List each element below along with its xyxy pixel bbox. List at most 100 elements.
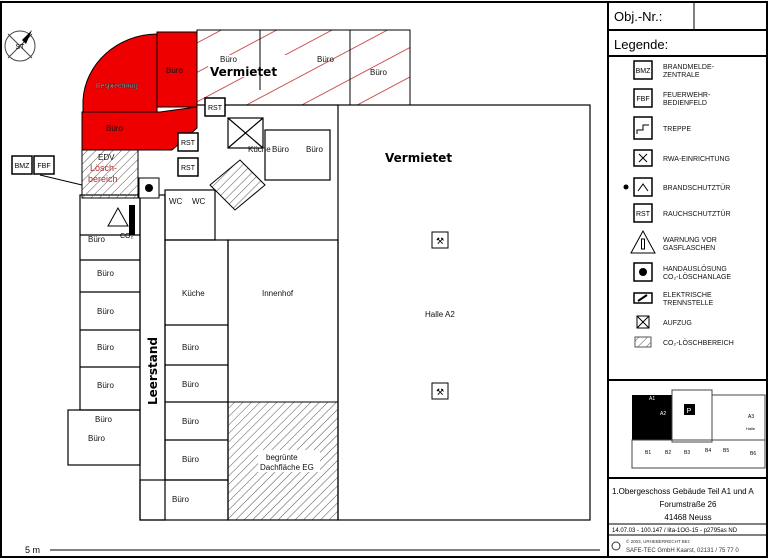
room-label: Büro [182,380,199,389]
svg-text:FBF: FBF [636,96,649,103]
loeschbereich-label: bereich [88,174,118,184]
svg-text:B2: B2 [665,450,671,456]
svg-text:RST: RST [181,140,196,147]
safetec-logo-icon [611,541,621,551]
legend-rwa-icon [633,149,653,167]
room-label-halle: Halle A2 [425,310,455,319]
company: SAFE-TEC GmbH Kaarst, 02131 / 75 77 0 [626,548,739,554]
svg-text:RST: RST [208,105,223,112]
room-label: Büro [88,235,105,244]
room-label: Büro [97,381,114,390]
room-label: Küche [182,289,205,298]
legend-firedoor-icon [623,177,653,197]
room-label: Büro [272,145,289,154]
legend-label: RWA-EINRICHTUNG [663,156,730,163]
rst-door: RST [177,132,199,152]
room-label: Büro [182,417,199,426]
room-label: begrünte [266,453,298,462]
address-street: Forumstraße 26 [660,500,717,509]
legend-hatch-icon [634,336,652,348]
room-label: Küche [248,145,271,154]
room-label: Dachfläche EG [260,463,314,472]
vacant-label: Leerstand [146,337,160,405]
svg-text:⚒: ⚒ [436,236,444,246]
room-label: Büro [370,68,387,77]
plan-title: 1.Obergeschoss Gebäude Teil A1 und A [612,487,754,496]
legend-item: RWA-EINRICHTUNG [633,149,730,167]
legend-label: FEUERWEHR- [663,92,711,99]
svg-text:FBF: FBF [37,163,50,170]
legend-label: BRANDMELDE- [663,64,715,71]
legend-item: BRANDSCHUTZTÜR [623,177,730,197]
legend-label: BEDIENFELD [663,100,707,107]
room-label: Büro [182,343,199,352]
room-label: Büro [306,145,323,154]
room-label: Büro [97,343,114,352]
room-label-besprechung: Besprechung [96,83,137,90]
svg-text:P: P [687,408,692,415]
svg-text:RST: RST [636,211,651,218]
legend-label: WARNUNG VOR [663,237,717,244]
legend-label: TRENNSTELLE [663,300,714,307]
legend-label: CO₂-LÖSCHBEREICH [663,339,734,347]
room-label: Büro [166,66,183,75]
rented-label-top: Vermietet [210,65,277,79]
address-city: 41468 Neuss [664,513,711,522]
gas-warning-icon [107,206,129,227]
room-label: WC [169,197,183,206]
room-label: Büro [220,55,237,64]
reference-number: 14.07.03 - 100.147 / lita-1OG-15 - p2795… [612,528,738,534]
rented-label-right: Vermietet [385,151,452,165]
legend-label: RAUCHSCHUTZTÜR [663,210,731,218]
legend-stair-icon [633,116,653,140]
legend-item: FBF FEUERWEHR-BEDIENFELD [633,88,711,108]
co2-extinguishing-area [81,149,139,199]
obj-nr-label: Obj.-Nr.: [614,9,662,24]
room-label-innenhof: Innenhof [262,289,294,298]
rwa-icon: ⚒ [431,382,449,400]
legend-label: ZENTRALE [663,72,700,79]
legend-item: CO₂-LÖSCHBEREICH [634,336,734,348]
rst-door: RST [177,157,199,177]
svg-text:RST: RST [181,165,196,172]
legend-title: Legende: [614,37,668,52]
legend-item: AUFZUG [636,315,692,329]
svg-text:A2: A2 [660,411,666,417]
staircase [209,159,266,211]
compass-label: ST [16,44,26,51]
room-label: Büro [172,495,189,504]
room-label: Büro [182,455,199,464]
legend-electric-icon [633,292,653,304]
legend-item: RST RAUCHSCHUTZTÜR [633,203,731,223]
svg-text:BMZ: BMZ [15,163,31,170]
svg-text:B4: B4 [705,448,711,454]
svg-text:B6: B6 [750,451,756,457]
legend-label: AUFZUG [663,320,692,327]
legend-release-icon [633,262,653,282]
room-label: Büro [317,55,334,64]
loeschbereich-label: Lösch- [90,163,117,173]
key-map: P A1 A2 B1 B2 B3 B4 B5 B6 A3 Halle [631,389,766,469]
legend-item: BMZ BRANDMELDE-ZENTRALE [633,60,715,80]
co2-label: CO₂ [120,233,134,240]
legend-label: BRANDSCHUTZTÜR [663,184,730,192]
room-label-edv: EDV [98,153,115,162]
legend-elevator-icon [636,315,650,329]
svg-text:BMZ: BMZ [636,68,652,75]
legend-item: TREPPE [633,116,691,140]
legend-rst-icon: RST [633,203,653,223]
legend-label: HANDAUSLÖSUNG [663,265,727,273]
rst-door: RST [204,97,226,117]
svg-text:B5: B5 [723,448,729,454]
room-label: Büro [97,307,114,316]
compass-icon: ST [4,30,36,62]
svg-text:A1: A1 [649,396,655,402]
svg-text:⚒: ⚒ [436,387,444,397]
room-label: WC [192,197,206,206]
legend-label: GASFLASCHEN [663,245,715,252]
